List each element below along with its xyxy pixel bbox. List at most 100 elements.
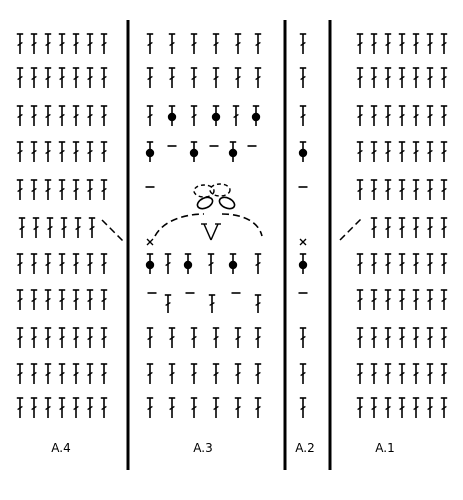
treble-stitch xyxy=(86,363,94,384)
treble-stitch xyxy=(86,179,94,200)
treble-stitch xyxy=(398,363,406,384)
treble-stitch xyxy=(426,67,434,88)
treble-stitch xyxy=(44,141,52,162)
treble-stitch xyxy=(440,67,448,88)
treble-with-dot xyxy=(183,253,193,274)
treble-stitch xyxy=(440,33,448,54)
treble-with-dot xyxy=(298,141,308,162)
treble-stitch xyxy=(254,253,262,274)
treble-stitch xyxy=(72,289,80,310)
treble-stitch xyxy=(356,141,364,162)
treble-stitch xyxy=(18,217,26,238)
treble-stitch xyxy=(16,33,24,54)
treble-stitch xyxy=(44,105,52,126)
treble-stitch xyxy=(370,179,378,200)
treble-stitch xyxy=(58,289,66,310)
treble-stitch xyxy=(426,141,434,162)
treble-stitch xyxy=(412,141,420,162)
treble-stitch xyxy=(212,397,220,418)
treble-stitch xyxy=(30,327,38,348)
treble-stitch xyxy=(412,289,420,310)
treble-stitch xyxy=(16,327,24,348)
treble-stitch xyxy=(212,363,220,384)
treble-stitch xyxy=(30,363,38,384)
treble-stitch xyxy=(16,363,24,384)
treble-stitch xyxy=(30,289,38,310)
treble-stitch xyxy=(440,141,448,162)
petal-low-left xyxy=(196,196,214,210)
treble-stitch xyxy=(234,67,242,88)
treble-stitch xyxy=(212,67,220,88)
treble-stitch xyxy=(426,289,434,310)
treble-stitch xyxy=(254,363,262,384)
treble-stitch xyxy=(356,363,364,384)
treble-stitch xyxy=(440,179,448,200)
treble-stitch xyxy=(356,327,364,348)
treble-stitch xyxy=(384,289,392,310)
treble-stitch xyxy=(190,33,198,54)
treble-stitch xyxy=(164,294,172,313)
treble-with-dot xyxy=(211,105,221,126)
treble-with-dot xyxy=(228,253,238,274)
treble-stitch xyxy=(86,105,94,126)
treble-stitch xyxy=(426,253,434,274)
treble-stitch xyxy=(412,363,420,384)
treble-stitch xyxy=(426,179,434,200)
treble-stitch xyxy=(370,33,378,54)
treble-stitch xyxy=(16,397,24,418)
treble-stitch xyxy=(86,327,94,348)
treble-stitch xyxy=(398,141,406,162)
treble-stitch xyxy=(86,253,94,274)
treble-with-dot xyxy=(145,253,155,274)
treble-stitch xyxy=(30,253,38,274)
treble-stitch xyxy=(426,33,434,54)
treble-stitch xyxy=(58,179,66,200)
treble-stitch xyxy=(356,289,364,310)
treble-stitch xyxy=(16,141,24,162)
treble-stitch xyxy=(58,363,66,384)
treble-stitch xyxy=(384,217,392,238)
section-label-a4: A.4 xyxy=(51,441,71,455)
treble-stitch xyxy=(384,327,392,348)
treble-stitch xyxy=(234,33,242,54)
treble-stitch xyxy=(100,363,108,384)
treble-stitch xyxy=(398,67,406,88)
treble-stitch xyxy=(398,217,406,238)
treble-stitch xyxy=(190,327,198,348)
treble-stitch xyxy=(190,397,198,418)
treble-stitch xyxy=(356,33,364,54)
treble-stitch xyxy=(370,217,378,238)
treble-stitch xyxy=(72,363,80,384)
treble-stitch xyxy=(384,253,392,274)
treble-stitch xyxy=(356,105,364,126)
treble-stitch xyxy=(384,179,392,200)
treble-stitch xyxy=(370,141,378,162)
treble-stitch xyxy=(100,179,108,200)
treble-stitch xyxy=(234,363,242,384)
treble-stitch xyxy=(440,253,448,274)
treble-stitch xyxy=(398,105,406,126)
v-stitch-left xyxy=(203,223,212,241)
treble-stitch xyxy=(412,105,420,126)
treble-stitch xyxy=(100,253,108,274)
treble-stitch xyxy=(86,289,94,310)
treble-stitch xyxy=(30,67,38,88)
treble-with-dot xyxy=(298,253,308,274)
treble-with-dot xyxy=(145,141,155,162)
treble-stitch xyxy=(426,363,434,384)
treble-stitch xyxy=(100,141,108,162)
treble-stitch xyxy=(168,397,176,418)
treble-stitch xyxy=(88,217,96,238)
treble-stitch xyxy=(370,105,378,126)
treble-stitch xyxy=(32,217,40,238)
treble-stitch xyxy=(146,327,154,348)
connector-dash-left xyxy=(101,219,125,243)
treble-stitch xyxy=(370,363,378,384)
treble-stitch xyxy=(44,327,52,348)
treble-stitch xyxy=(190,363,198,384)
treble-stitch xyxy=(384,67,392,88)
treble-stitch xyxy=(254,33,262,54)
treble-stitch xyxy=(44,67,52,88)
connector-dash-right xyxy=(339,217,363,241)
